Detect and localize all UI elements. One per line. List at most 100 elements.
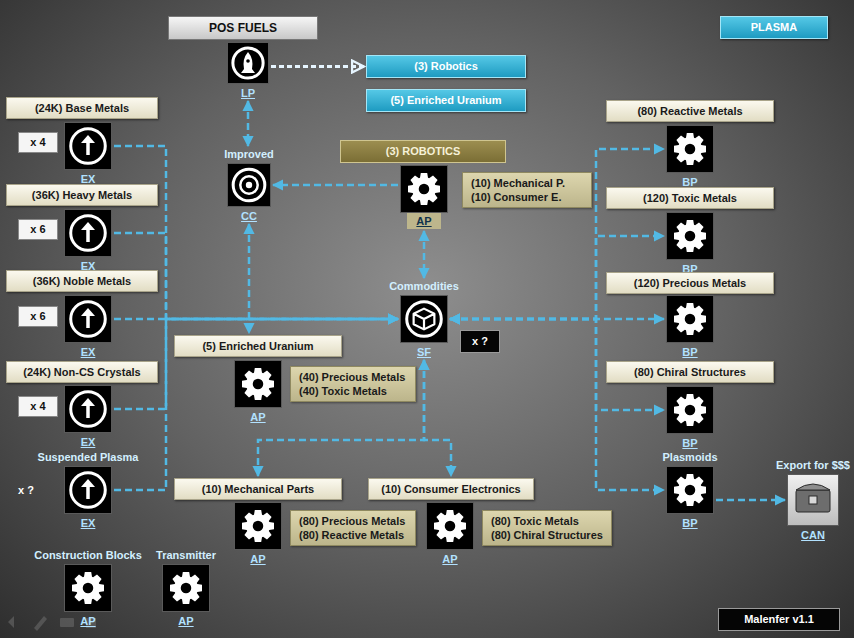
structure-icon: AP [400, 165, 448, 229]
structure-code: BP [682, 437, 697, 449]
flow-arrow [271, 65, 364, 68]
box-text: PLASMA [731, 20, 817, 35]
dashed-connector [424, 360, 451, 476]
icon-tile [64, 564, 112, 612]
resource-header: (120) Precious Metals [606, 272, 774, 294]
icon-heading: Plasmoids [662, 451, 717, 463]
box-text: Malenfer v1.1 [725, 613, 833, 626]
gear-symbol [427, 503, 473, 549]
section-title: POS FUELS [168, 16, 318, 40]
gear-symbol [667, 296, 713, 342]
box-text: (5) Enriched Uranium [183, 339, 333, 353]
plasma-tag: PLASMA [720, 16, 828, 39]
box-text: x 4 [23, 136, 53, 149]
ingredient-box: (80) Toxic Metals(80) Chiral Structures [482, 510, 612, 546]
structure-icon: AP [234, 360, 282, 423]
multiplier-box: x 4 [18, 396, 58, 417]
structure-code: LP [241, 87, 255, 99]
icon-tile [64, 466, 112, 514]
icon-heading: Transmitter [156, 549, 216, 561]
dashed-connector [248, 224, 251, 333]
dashed-connector [273, 184, 398, 187]
multiplier-box: x 6 [18, 306, 58, 327]
box-text: (80) Chiral Structures [615, 365, 765, 379]
resource-header: (80) Reactive Metals [606, 100, 774, 122]
resource-header: (80) Chiral Structures [606, 361, 774, 383]
box-text: POS FUELS [177, 21, 309, 35]
icon-tile [64, 209, 112, 257]
icon-tile [666, 212, 714, 260]
gear-symbol [235, 361, 281, 407]
box-text: (80) Toxic Metals [491, 514, 603, 528]
dashed-connector [258, 360, 424, 476]
resource-header: (36K) Noble Metals [6, 270, 158, 292]
ingredient-box: (40) Precious Metals(40) Toxic Metals [290, 366, 416, 402]
dashed-connector [114, 319, 398, 490]
structure-code: AP [442, 553, 457, 565]
ex-symbol [65, 467, 111, 513]
structure-icon: EX [64, 295, 112, 358]
structure-code: CAN [801, 529, 825, 541]
resource-header: (10) Consumer Electronics [368, 478, 534, 500]
structure-icon: TransmitterAP [162, 549, 210, 627]
structure-icon: Export for $$$CAN [787, 459, 839, 541]
quantity-box: x ? [460, 330, 500, 353]
ingredient-box: (10) Mechanical P.(10) Consumer E. [462, 172, 592, 208]
multiplier-box: x 4 [18, 132, 58, 153]
icon-tile [666, 125, 714, 173]
box-text: (120) Toxic Metals [615, 191, 765, 205]
box-text: (5) Enriched Uranium [377, 93, 515, 108]
resource-header: (5) Enriched Uranium [174, 335, 342, 357]
icon-tile [64, 295, 112, 343]
gear-symbol [235, 503, 281, 549]
dashed-connector [450, 318, 664, 321]
structure-icon: PlasmoidsBP [666, 451, 714, 529]
structure-code: BP [682, 517, 697, 529]
icon-tile [400, 165, 448, 213]
sf-symbol [401, 296, 447, 342]
resource-header: (10) Mechanical Parts [174, 478, 342, 500]
multiplier-box: x 6 [18, 219, 58, 240]
box-text: (40) Precious Metals [299, 370, 407, 384]
icon-heading: Construction Blocks [34, 549, 142, 561]
gear-symbol [65, 565, 111, 611]
icon-tile [64, 122, 112, 170]
structure-code: AP [178, 615, 193, 627]
box-text: (80) Precious Metals [299, 514, 407, 528]
structure-icon: BP [666, 295, 714, 358]
box-text: (10) Mechanical Parts [183, 482, 333, 496]
box-text: x 6 [23, 310, 53, 323]
box-text: (120) Precious Metals [615, 276, 765, 290]
box-text: (3) ROBOTICS [349, 144, 497, 159]
ex-symbol [65, 296, 111, 342]
box-text: (40) Toxic Metals [299, 384, 407, 398]
structure-icon: EX [64, 385, 112, 448]
dashed-connector [114, 146, 398, 319]
structure-code: EX [81, 436, 96, 448]
can-symbol [788, 475, 838, 525]
dashed-connector [423, 231, 426, 278]
structure-code: CC [241, 210, 257, 222]
box-text: (10) Mechanical P. [471, 176, 583, 190]
box-text: (80) Reactive Metals [299, 528, 407, 542]
ingredient-box: (80) Precious Metals(80) Reactive Metals [290, 510, 416, 546]
dashed-connector [716, 499, 785, 502]
structure-code: EX [81, 346, 96, 358]
icon-tile [666, 295, 714, 343]
structure-icon: Construction BlocksAP [64, 549, 112, 627]
structure-code: BP [682, 346, 697, 358]
box-text: (24K) Base Metals [15, 101, 149, 115]
lp-symbol [228, 43, 268, 83]
gear-symbol [667, 126, 713, 172]
cc-symbol [228, 164, 270, 206]
box-text: (80) Chiral Structures [491, 528, 603, 542]
icon-tile [234, 502, 282, 550]
structure-code: AP [80, 615, 95, 627]
structure-icon: CommoditiesSF [400, 280, 448, 358]
box-text: x ? [467, 335, 493, 348]
structure-icon: LP [227, 42, 269, 99]
box-text: (3) Robotics [377, 59, 515, 74]
icon-tile [400, 295, 448, 343]
version-box: Malenfer v1.1 [718, 608, 840, 631]
icon-heading: Commodities [389, 280, 459, 292]
